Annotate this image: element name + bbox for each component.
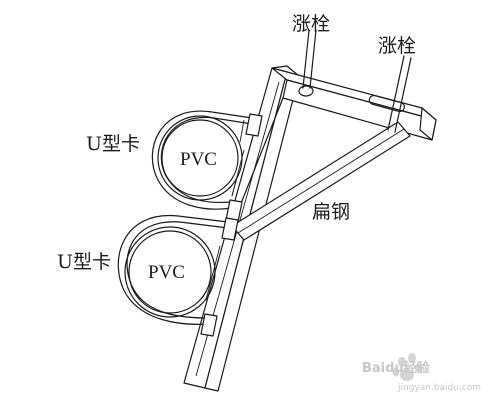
u-clamp-upper <box>151 110 263 223</box>
label-flat-steel: 扁钢 <box>312 201 350 223</box>
expansion-bolt-right <box>387 55 412 133</box>
label-bolt-top: 涨栓 <box>292 13 330 35</box>
label-pvc-lower: PVC <box>148 262 185 283</box>
label-clamp-lower: U型卡 <box>57 251 111 273</box>
expansion-bolt-top <box>302 29 317 89</box>
label-bolt-right: 涨栓 <box>378 35 416 57</box>
label-pvc-upper: PVC <box>180 149 217 170</box>
watermark: Baidu经验 jingyan.baidu.com <box>362 353 481 393</box>
bolt-hole-round <box>298 85 314 97</box>
baidu-paw-icon <box>392 353 422 381</box>
watermark-url: jingyan.baidu.com <box>397 383 481 393</box>
horizontal-arm <box>271 67 437 141</box>
post-edge <box>205 245 221 301</box>
pvc-pipe-lower <box>124 226 216 318</box>
label-clamp-upper: U型卡 <box>86 133 140 155</box>
post-edge <box>231 149 245 197</box>
bolt-hole-slot <box>368 94 406 113</box>
watermark-text: Baidu经验 <box>362 360 431 376</box>
